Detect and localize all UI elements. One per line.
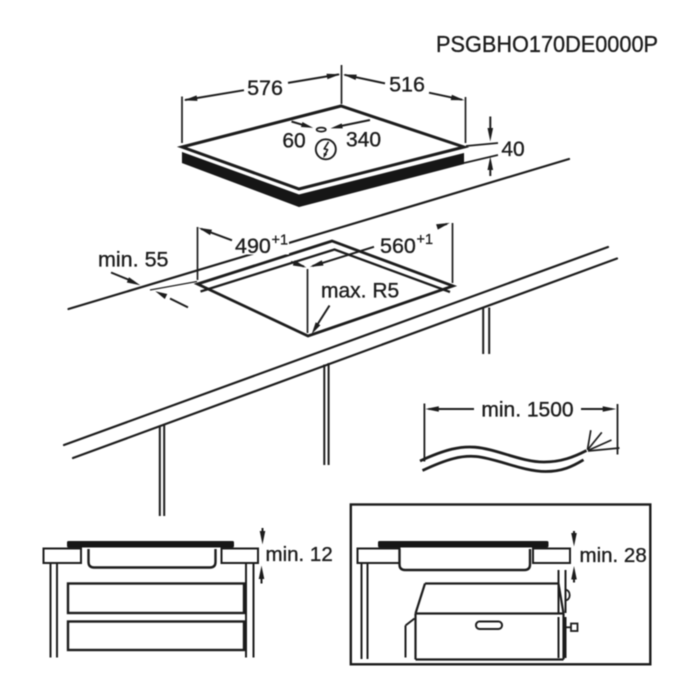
svg-text:+1: +1: [272, 232, 289, 248]
svg-text:min. 12: min. 12: [266, 543, 333, 566]
svg-text:min. 1500: min. 1500: [481, 399, 573, 422]
svg-text:576: 576: [247, 76, 283, 100]
svg-text:+1: +1: [417, 232, 434, 248]
svg-text:340: 340: [346, 129, 381, 152]
svg-text:PSGBHO170DE0000P: PSGBHO170DE0000P: [436, 31, 658, 57]
svg-text:560: 560: [380, 234, 416, 258]
svg-text:min. 55: min. 55: [98, 248, 169, 272]
svg-text:max. R5: max. R5: [321, 280, 399, 303]
svg-text:60: 60: [282, 130, 305, 153]
svg-text:min. 28: min. 28: [580, 544, 647, 567]
svg-text:516: 516: [389, 73, 425, 97]
svg-text:490: 490: [235, 234, 271, 258]
svg-text:40: 40: [501, 138, 524, 161]
